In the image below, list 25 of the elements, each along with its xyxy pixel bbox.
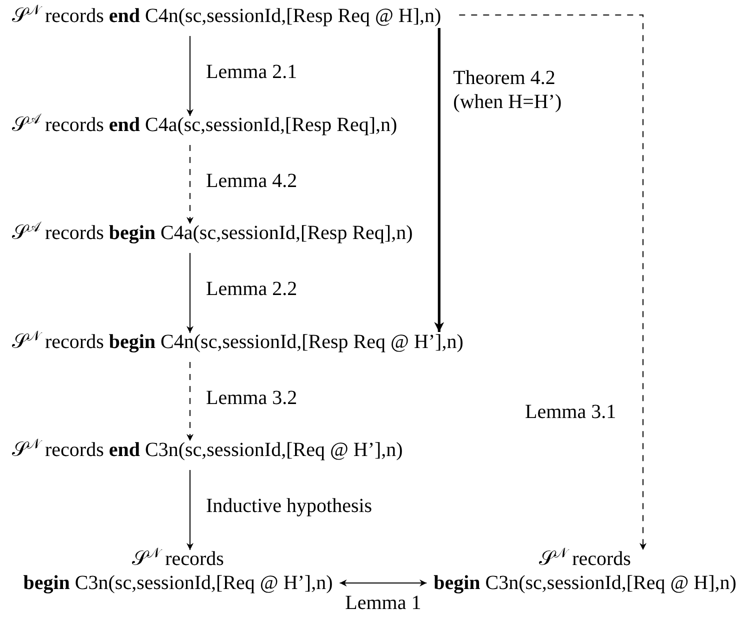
edge-label: Lemma 2.2: [206, 277, 298, 301]
arrow: [434, 28, 444, 332]
edge-label: Lemma 3.2: [206, 386, 298, 410]
arrow: [186, 252, 194, 334]
edge-label: Lemma 2.1: [206, 60, 298, 84]
statement-text: 𝒮$^{𝒩}$ records end C4n(sc,sessionId,[Resp Req @ H],n): [12, 4, 442, 28]
edge-label: Lemma 1: [345, 591, 422, 615]
arrow: [186, 362, 194, 442]
edge-label: Lemma 3.1: [525, 400, 616, 424]
statement-text: 𝒮$^{𝒩}$ records begin C4n(sc,sessionId,[Resp Req @ H’],n): [12, 330, 464, 354]
arrow: [458, 14, 646, 550]
statement-text: 𝒮$^{𝒩}$ records end C3n(sc,sessionId,[Req @ H’],n): [12, 438, 403, 462]
edge-label: Theorem 4.2 (when H=H’): [453, 66, 563, 114]
statement-text: 𝒮$^{𝒩}$ records: [131, 547, 225, 571]
statement-text: 𝒮$^{𝒜}$ records begin C4a(sc,sessionId,[Resp Req],n): [12, 221, 413, 245]
arrow: [186, 470, 194, 550]
statement-text: 𝒮$^{𝒩}$ records: [538, 547, 632, 571]
statement-text: begin C3n(sc,sessionId,[Req @ H],n): [434, 571, 736, 595]
arrow: [339, 580, 428, 586]
statement-text: begin C3n(sc,sessionId,[Req @ H’],n): [23, 571, 333, 595]
statement-text: 𝒮$^{𝒜}$ records end C4a(sc,sessionId,[Resp Req],n): [12, 113, 398, 137]
arrow: [186, 144, 194, 224]
arrow: [186, 36, 194, 116]
edge-label: Lemma 4.2: [206, 168, 298, 192]
edge-label: Inductive hypothesis: [206, 494, 372, 518]
